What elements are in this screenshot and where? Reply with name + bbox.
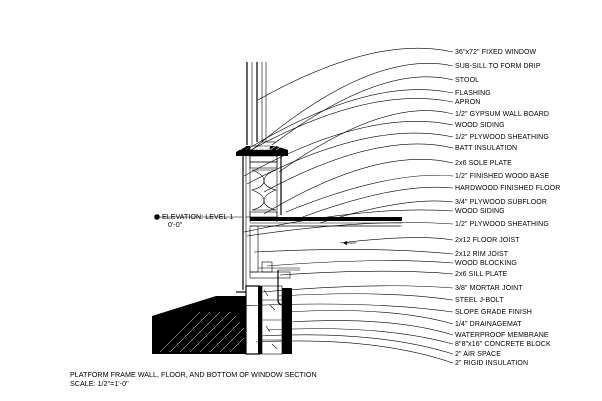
- grade-earth: [152, 296, 246, 354]
- leader-line: [339, 237, 454, 244]
- leader-line: [289, 320, 454, 336]
- fixed-window: [246, 62, 276, 145]
- leader-line: [239, 98, 454, 157]
- label-apron: APRON: [455, 99, 480, 106]
- leader-line: [285, 174, 454, 213]
- elevation-label: ELEVATION: LEVEL 1: [162, 214, 233, 221]
- leader-line: [278, 110, 454, 173]
- leader-line: [299, 186, 454, 219]
- elevation-marker: [154, 214, 250, 220]
- label-plywood-subfloor: 3/4" PLYWOOD SUBFLOOR: [455, 199, 547, 206]
- label-finished-wood-base: 1/2" FINISHED WOOD BASE: [455, 173, 549, 180]
- leader-line: [261, 285, 454, 293]
- label-sub-sill: SUB-SILL TO FORM DRIP: [455, 63, 541, 70]
- leader-line: [319, 200, 454, 224]
- label-drainagemat: 1/4" DRAINAGEMAT: [455, 321, 522, 328]
- wall-assembly: [242, 155, 282, 290]
- floor-assembly: [249, 217, 402, 306]
- leader-line: [245, 89, 454, 151]
- leader-line: [277, 293, 454, 301]
- label-wood-siding: WOOD SIDING: [455, 122, 505, 129]
- leader-line: [285, 310, 454, 325]
- label-floor-joist: 2x12 FLOOR JOIST: [455, 237, 520, 244]
- leader-line: [239, 303, 454, 313]
- label-slope-grade: SLOPE GRADE FINISH: [455, 309, 532, 316]
- leader-line: [257, 47, 454, 101]
- leader-line: [279, 270, 454, 276]
- leader-line: [271, 76, 454, 146]
- leader-line: [267, 328, 454, 345]
- leader-line: [259, 334, 454, 355]
- label-flashing: FLASHING: [455, 90, 491, 97]
- leader-line: [246, 132, 454, 185]
- drawing-scale: SCALE: 1/2"=1'-0": [70, 379, 129, 388]
- callout-labels: 36"x72" FIXED WINDOW SUB-SILL TO FORM DR…: [455, 49, 560, 367]
- label-air-space: 2" AIR SPACE: [455, 351, 501, 358]
- label-mortar-joint: 3/8" MORTAR JOINT: [455, 285, 523, 292]
- leader-line: [243, 209, 454, 233]
- joist-arrow: [343, 241, 356, 245]
- leader-line: [263, 158, 454, 215]
- label-stool: STOOL: [455, 77, 479, 84]
- label-plywood-sheathing-2: 1/2" PLYWOOD SHEATHING: [455, 221, 549, 228]
- label-hardwood-floor: HARDWOOD FINISHED FLOOR: [455, 185, 560, 192]
- leader-line: [251, 63, 454, 151]
- label-fixed-window: 36"x72" FIXED WINDOW: [455, 49, 537, 56]
- label-rigid-insulation: 2" RIGID INSULATION: [455, 360, 528, 367]
- label-concrete-block: 8"8"x16" CONCRETE BLOCK: [455, 341, 551, 348]
- label-wood-siding-2: WOOD SIDING: [455, 208, 505, 215]
- label-batt-insulation: BATT INSULATION: [455, 145, 517, 152]
- leader-line: [263, 143, 454, 193]
- label-wood-blocking: WOOD BLOCKING: [455, 260, 517, 267]
- label-plywood-sheathing: 1/2" PLYWOOD SHEATHING: [455, 134, 549, 141]
- label-gypsum-wall-board: 1/2" GYPSUM WALL BOARD: [455, 111, 549, 118]
- leader-line: [243, 120, 454, 177]
- leader-lines: [239, 47, 454, 364]
- drawing-title: PLATFORM FRAME WALL, FLOOR, AND BOTTOM O…: [70, 370, 317, 379]
- label-waterproof-membrane: WATERPROOF MEMBRANE: [455, 332, 549, 339]
- label-rim-joist: 2x12 RIM JOIST: [455, 251, 509, 258]
- label-sole-plate: 2x6 SOLE PLATE: [455, 160, 512, 167]
- leader-line: [266, 260, 454, 267]
- label-sill-plate: 2x6 SILL PLATE: [455, 271, 508, 278]
- elevation-value: 0'-0": [168, 222, 183, 229]
- leader-line: [253, 249, 454, 255]
- label-steel-j-bolt: STEEL J-BOLT: [455, 297, 504, 304]
- leader-line: [246, 222, 454, 237]
- window-sill: [236, 145, 288, 156]
- leader-line: [255, 340, 454, 364]
